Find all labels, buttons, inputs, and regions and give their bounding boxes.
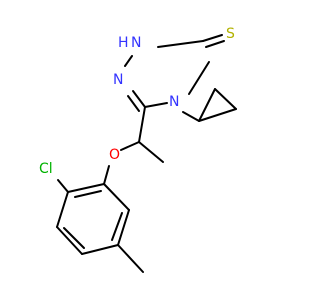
bond-ar-4: [81, 244, 119, 255]
bond-c-s-a: [202, 34, 223, 42]
bond-n2-c3: [157, 40, 204, 48]
bond-c3-n4: [188, 61, 210, 95]
bond-ar-methyl: [117, 244, 144, 273]
bond-ar-3-inner: [63, 227, 85, 249]
atom-labels: S H N N N O Cl: [39, 26, 235, 177]
nh-nitrogen-label: N: [131, 35, 141, 51]
sulfur-label: S: [226, 26, 235, 42]
bond-cp-3: [198, 108, 237, 122]
cyclopropyl-group: [182, 88, 237, 122]
ether-oxygen-label: O: [109, 147, 120, 163]
bond-ar-5: [117, 209, 130, 246]
hydrogen-label: H: [118, 35, 129, 51]
bond-ar-1-inner: [74, 190, 102, 198]
bond-ch-ch3: [138, 141, 164, 163]
bond-c5-n1-b: [127, 95, 140, 112]
thione-bond: [202, 34, 225, 48]
bond-ar-2: [56, 191, 69, 228]
bond-ar-cl: [57, 179, 69, 193]
ring-nitrogen-label: N: [113, 72, 123, 88]
bond-ar-6: [103, 183, 130, 211]
structure-canvas: S H N N N O Cl: [39, 26, 237, 273]
bond-cp-2: [214, 88, 237, 110]
triazole-ring: [124, 40, 210, 112]
bond-c-s-b: [205, 40, 225, 48]
benzene-ring: [56, 179, 144, 273]
bond-o-ar: [103, 165, 110, 185]
bond-ar-5-inner: [111, 212, 123, 241]
molecule-diagram: S H N N N O Cl: [39, 26, 237, 273]
bond-n4-cp: [182, 111, 200, 122]
bond-n4-c5: [144, 102, 168, 108]
bond-ch-o: [120, 141, 140, 151]
n4-nitrogen-label: N: [169, 94, 179, 110]
side-chain: [103, 106, 164, 185]
chlorine-label: Cl: [39, 161, 53, 177]
bond-c5-ch: [138, 106, 146, 143]
bond-n1-n2: [124, 55, 133, 67]
bond-ar-1: [67, 183, 105, 193]
bond-cp-1: [198, 88, 216, 122]
bond-c5-n1-a: [132, 90, 146, 108]
bond-ar-3: [56, 226, 83, 255]
